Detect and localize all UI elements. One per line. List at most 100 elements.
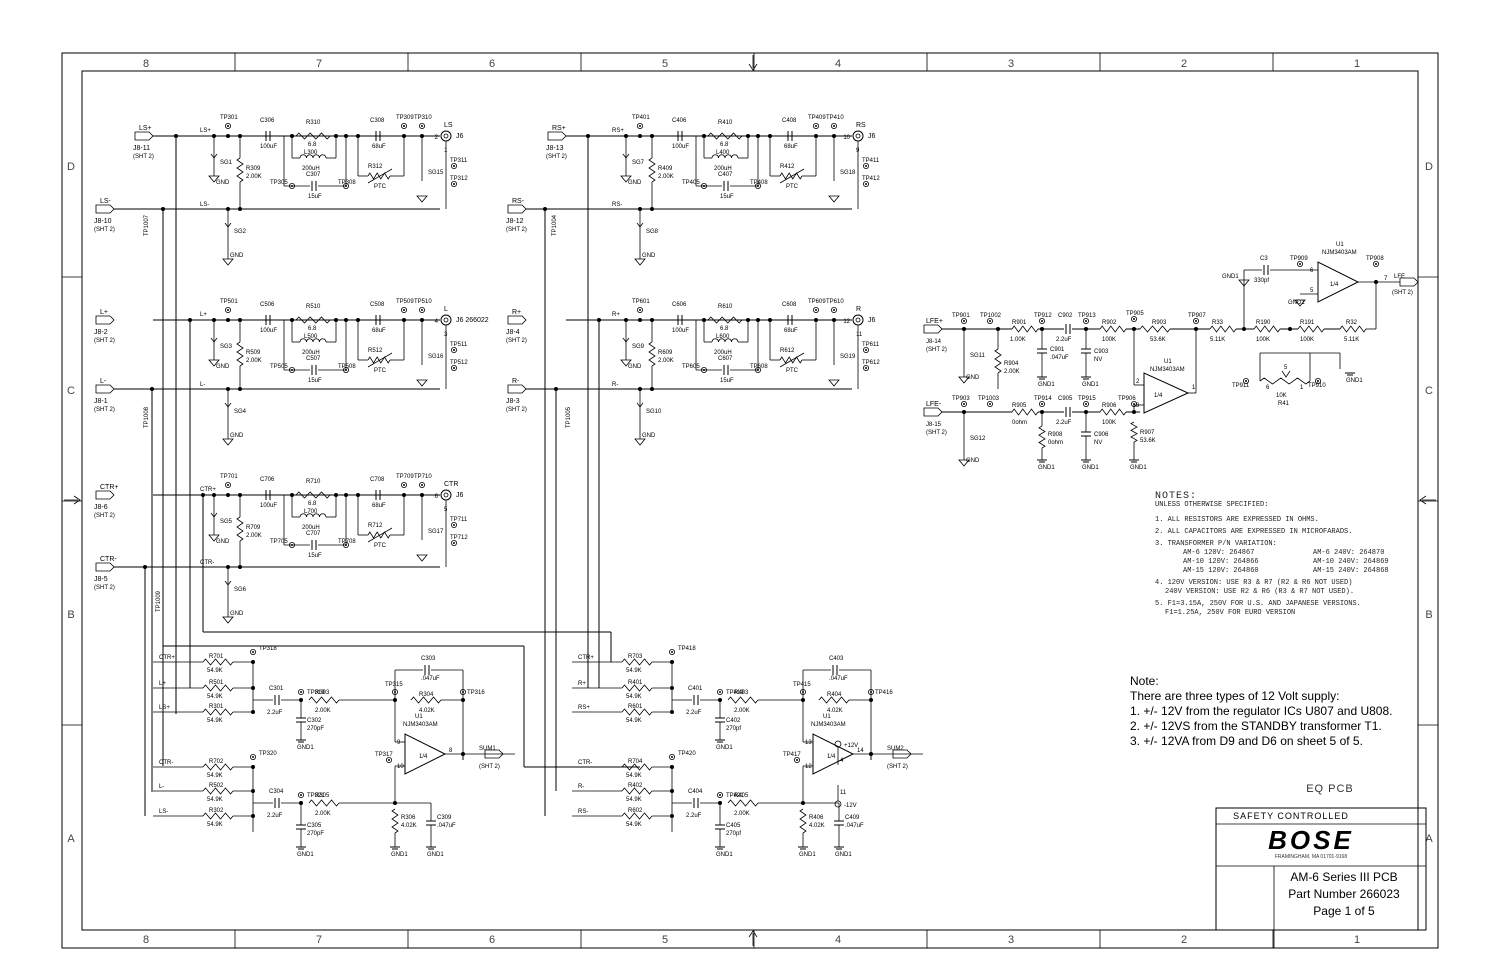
- junction-dot: [650, 318, 654, 322]
- ground-symbol: [958, 376, 970, 384]
- res-value: 4.02K: [401, 823, 417, 829]
- jack-center: [443, 492, 449, 498]
- cap-label: C301: [269, 686, 284, 692]
- testpoint-center: [870, 691, 872, 693]
- sg-label: SG6: [234, 587, 247, 593]
- note-5a: 5. F1=3.15A, 250V FOR U.S. AND JAPANESE …: [1155, 600, 1361, 608]
- zone-bot-4: 4: [835, 934, 841, 946]
- net-label: LS+: [200, 128, 211, 134]
- bose-logo: BOSE: [1268, 825, 1354, 855]
- zone-top-3: 3: [1008, 58, 1014, 70]
- tp-label: TP320: [259, 751, 277, 757]
- tp-label: TP612: [862, 360, 880, 366]
- resistor-symbol: [367, 356, 391, 364]
- row-res-value: 54.9K: [207, 718, 223, 724]
- row-res-label: R401: [628, 680, 643, 686]
- junction-dot: [650, 387, 654, 391]
- junction-dot: [869, 698, 873, 702]
- res-label: R404: [827, 692, 842, 698]
- junction-dot: [1374, 280, 1378, 284]
- supply-note-title: Note:: [1130, 674, 1159, 688]
- tp-label: TP319: [307, 690, 325, 696]
- wiper-arrow: [1281, 370, 1291, 378]
- resistor-symbol: [1011, 325, 1039, 333]
- testpoint: [418, 123, 425, 130]
- input-r_plus-net: R+: [512, 309, 521, 316]
- row-res-label: R702: [209, 759, 224, 765]
- row-res-label: R302: [209, 808, 224, 814]
- input-lfe-plus-ref: J8-14: [926, 339, 942, 345]
- note-1: 1. ALL RESISTORS ARE EXPRESSED IN OHMS.: [1155, 516, 1319, 524]
- ground-label: GND1: [716, 852, 733, 858]
- cap-value: .047uF: [421, 676, 440, 682]
- res-label: R905: [1012, 403, 1027, 409]
- opamp-part: NJM3403AM: [811, 722, 846, 728]
- junction-dot: [461, 752, 465, 756]
- pin-label: 2: [435, 135, 439, 141]
- input-l_minus-net: L-: [100, 378, 107, 385]
- ind-value: 200uH: [302, 166, 320, 172]
- zone-top-6: 6: [489, 58, 495, 70]
- jack-label: J6: [868, 317, 876, 324]
- ground-label: GND1: [1346, 378, 1363, 384]
- row-net-label: RS-: [578, 809, 588, 815]
- tp-label: TP708: [338, 539, 356, 545]
- testpoint-center: [671, 651, 673, 653]
- testpoint-center: [291, 369, 293, 371]
- tp-label: TP305: [270, 180, 288, 186]
- input-rs_minus-net: RS-: [512, 198, 525, 205]
- row-net-label: RS+: [578, 705, 590, 711]
- testpoint: [224, 481, 231, 488]
- input-ls_plus-net: LS+: [139, 125, 152, 132]
- cap-value: 100uF: [672, 328, 689, 334]
- testpoint-center: [421, 309, 423, 311]
- testpoint: [450, 162, 457, 169]
- part-number: Part Number 266023: [1288, 887, 1400, 901]
- res-label: R32: [1346, 320, 1358, 326]
- tp-label: TP408: [750, 180, 768, 186]
- testpoint-center: [388, 759, 390, 761]
- tp-label: TP912: [1034, 313, 1052, 319]
- tp-label: TP420: [678, 751, 696, 757]
- sum-out-label: SUM2: [887, 746, 904, 752]
- testpoint-center: [833, 309, 835, 311]
- resistor-symbol: [295, 491, 331, 499]
- row-res-label: R703: [628, 654, 643, 660]
- jack-center: [855, 133, 861, 139]
- sum-out-label: SUM1: [479, 746, 496, 752]
- cap-label: C405: [726, 823, 741, 829]
- row-net-label: CTR-: [578, 760, 592, 766]
- input-r_plus-ref: J8-4: [506, 329, 520, 336]
- resistor-symbol: [1259, 377, 1311, 385]
- testpoint-center: [963, 403, 965, 405]
- note-3-t1b: AM-6 240V: 264870: [1313, 549, 1385, 557]
- spark-gap: [224, 402, 232, 408]
- ind-label: L300: [304, 150, 318, 156]
- sg-label: SG15: [428, 170, 444, 176]
- opamp-ref: U1: [1164, 359, 1172, 365]
- testpoint-center: [639, 125, 641, 127]
- gnd-label: GND: [628, 364, 642, 370]
- connector-flag: [134, 131, 154, 141]
- ptc-label: R512: [368, 348, 383, 354]
- model-name: AM-6 Series III PCB: [1290, 870, 1398, 884]
- lfe-out-label: LFE: [1394, 274, 1405, 280]
- pin-label: 1: [1300, 385, 1304, 391]
- zone-labels: 8 7 6 5 4 3 2 1 8 7 6 5 4 3 2 1 D C B A …: [67, 58, 1433, 946]
- resistor-symbol: [621, 684, 653, 692]
- pin-label: 7: [1384, 276, 1388, 282]
- testpoint: [794, 757, 801, 764]
- opamp-part: NJM3403AM: [1150, 367, 1185, 373]
- net-label: L+: [200, 312, 207, 318]
- eq-block-ctr: CTR+CTR-TP701SG5GNDR7092.00KSG6GNDC70610…: [114, 474, 468, 624]
- rsh-label: R309: [246, 166, 261, 172]
- junction-dot: [402, 493, 406, 497]
- tp-label: TP905: [1126, 311, 1144, 317]
- opamp-frac: 1/4: [1154, 393, 1163, 399]
- note-3-t3b: AM-15 240V: 264868: [1313, 567, 1389, 575]
- ptc-label: R412: [780, 164, 795, 170]
- testpoint: [288, 366, 295, 373]
- testpoint: [1193, 317, 1200, 324]
- channel-label: CTR: [444, 481, 458, 488]
